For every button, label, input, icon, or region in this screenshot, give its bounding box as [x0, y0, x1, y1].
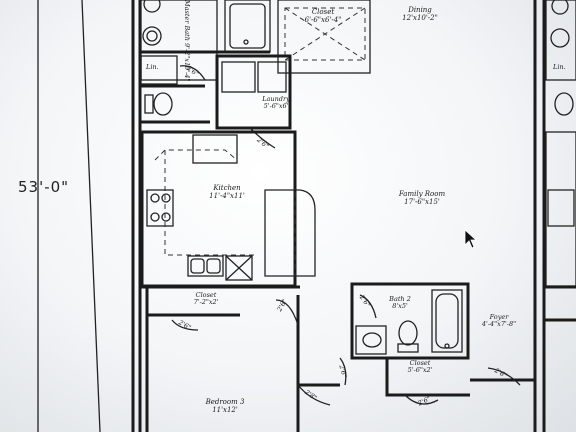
- sink-double-icon: [187, 255, 224, 277]
- counter-edge: [154, 149, 255, 256]
- sink-icon: [550, 28, 570, 48]
- door-swing: [179, 65, 206, 81]
- tub-icon: [224, 0, 271, 53]
- kitchen-island: [264, 189, 316, 277]
- laundry-label: Laundry 5'-6"x6': [256, 96, 296, 110]
- room-size: 6'-6"x6'-4": [304, 16, 342, 24]
- door-swing: [404, 394, 439, 405]
- adjacent-unit: [545, 0, 576, 81]
- room-size: 4'-4"x7'-8": [481, 320, 517, 328]
- master-bath-outline: [140, 0, 218, 81]
- overall-width-dimension: 53'-0": [18, 178, 70, 196]
- burner: [150, 212, 160, 222]
- room-name: Closet: [311, 8, 335, 16]
- stove-icon: [146, 189, 174, 227]
- toilet-icon: [153, 92, 173, 116]
- room-name: Closet: [409, 359, 431, 367]
- toilet-icon: [398, 320, 418, 346]
- burner: [150, 193, 160, 203]
- toilet-tank: [144, 94, 154, 114]
- room-size: 11'x12': [212, 406, 238, 414]
- room-size: 8'x5': [392, 302, 408, 310]
- tub-basin: [229, 3, 266, 49]
- closet-top-label: Closet 6'-6"x6'-4": [298, 8, 348, 24]
- sink-icon: [143, 0, 161, 13]
- vanity-icon: [355, 325, 387, 355]
- room-size: 5'-6"x2': [407, 366, 433, 374]
- sink-basin: [362, 332, 382, 348]
- room-size: 17'-6"x15': [404, 198, 440, 206]
- closet-left-label: Closet 7'-2"x2': [186, 292, 226, 306]
- door-swing: [249, 127, 276, 149]
- room-name: Bath 2: [389, 295, 411, 303]
- dryer-icon: [257, 61, 287, 93]
- room-name: Foyer: [489, 313, 509, 321]
- foyer-label: Foyer 4'-4"x7'-8": [474, 314, 524, 328]
- sink-bowl: [190, 258, 205, 274]
- toilet-tank: [397, 343, 419, 353]
- range-hood: [192, 134, 238, 164]
- adjacent-kitchen: [545, 131, 576, 287]
- dining-label: Dining 12'x10'-2": [395, 6, 445, 22]
- room-size: 11'-4"x11': [209, 192, 245, 200]
- room-size: 12'x10'-2": [402, 14, 438, 22]
- closet-shelf-x: [284, 7, 366, 61]
- closet-top-outline: [277, 0, 371, 74]
- toilet-icon: [554, 92, 574, 116]
- bath-2-label: Bath 2 8'x5': [384, 296, 416, 310]
- dishwasher-mark: [225, 255, 253, 281]
- tub-icon: [431, 289, 463, 353]
- door-swing: [487, 367, 521, 386]
- lin-label: Lin.: [146, 63, 159, 71]
- room-size: 5'-6"x6': [263, 102, 289, 110]
- tub-drain: [444, 343, 450, 349]
- door-swing: [275, 299, 299, 326]
- family-room-label: Family Room 17'-6"x15': [392, 190, 452, 206]
- sink-icon: [551, 0, 569, 15]
- room-size: 9'-2"x10'-4": [183, 43, 191, 82]
- room-name: Laundry: [262, 95, 290, 103]
- tub-drain: [243, 39, 249, 45]
- sink-basin: [146, 30, 158, 42]
- lin-label-adjacent: Lin.: [553, 63, 566, 71]
- burner: [161, 212, 171, 222]
- bedroom-3-label: Bedroom 3 11'x12': [200, 398, 250, 414]
- door-swing: [339, 357, 347, 386]
- tub-basin: [435, 293, 459, 349]
- room-name: Dining: [408, 6, 432, 14]
- door-swing: [171, 319, 199, 331]
- room-name: Bedroom 3: [205, 398, 245, 406]
- room-size: 7'-2"x2': [193, 298, 219, 306]
- burner: [161, 193, 171, 203]
- mouse-pointer-icon: [464, 229, 478, 249]
- closet-bath-outline: [385, 358, 470, 397]
- closet-shelf: [284, 7, 366, 61]
- laundry-outline: [215, 54, 292, 130]
- room-name: Family Room: [398, 190, 446, 198]
- room-name: Kitchen: [213, 184, 241, 192]
- bath-2-outline: [350, 282, 470, 360]
- kitchen-label: Kitchen 11'-4"x11': [204, 184, 250, 200]
- door-swing: [297, 384, 331, 406]
- dishwasher-icon: [225, 255, 253, 281]
- room-name: Master Bath: [183, 0, 191, 41]
- door-swing: [359, 294, 377, 319]
- linen-closet: [140, 55, 178, 85]
- sink-bowl: [206, 258, 221, 274]
- stove-icon: [547, 189, 575, 227]
- room-name: Closet: [195, 291, 217, 299]
- sink-icon: [142, 26, 162, 46]
- dimension-line: [81, 0, 101, 432]
- closet-bath-label: Closet 5'-6"x2': [402, 360, 438, 374]
- washer-icon: [221, 61, 256, 93]
